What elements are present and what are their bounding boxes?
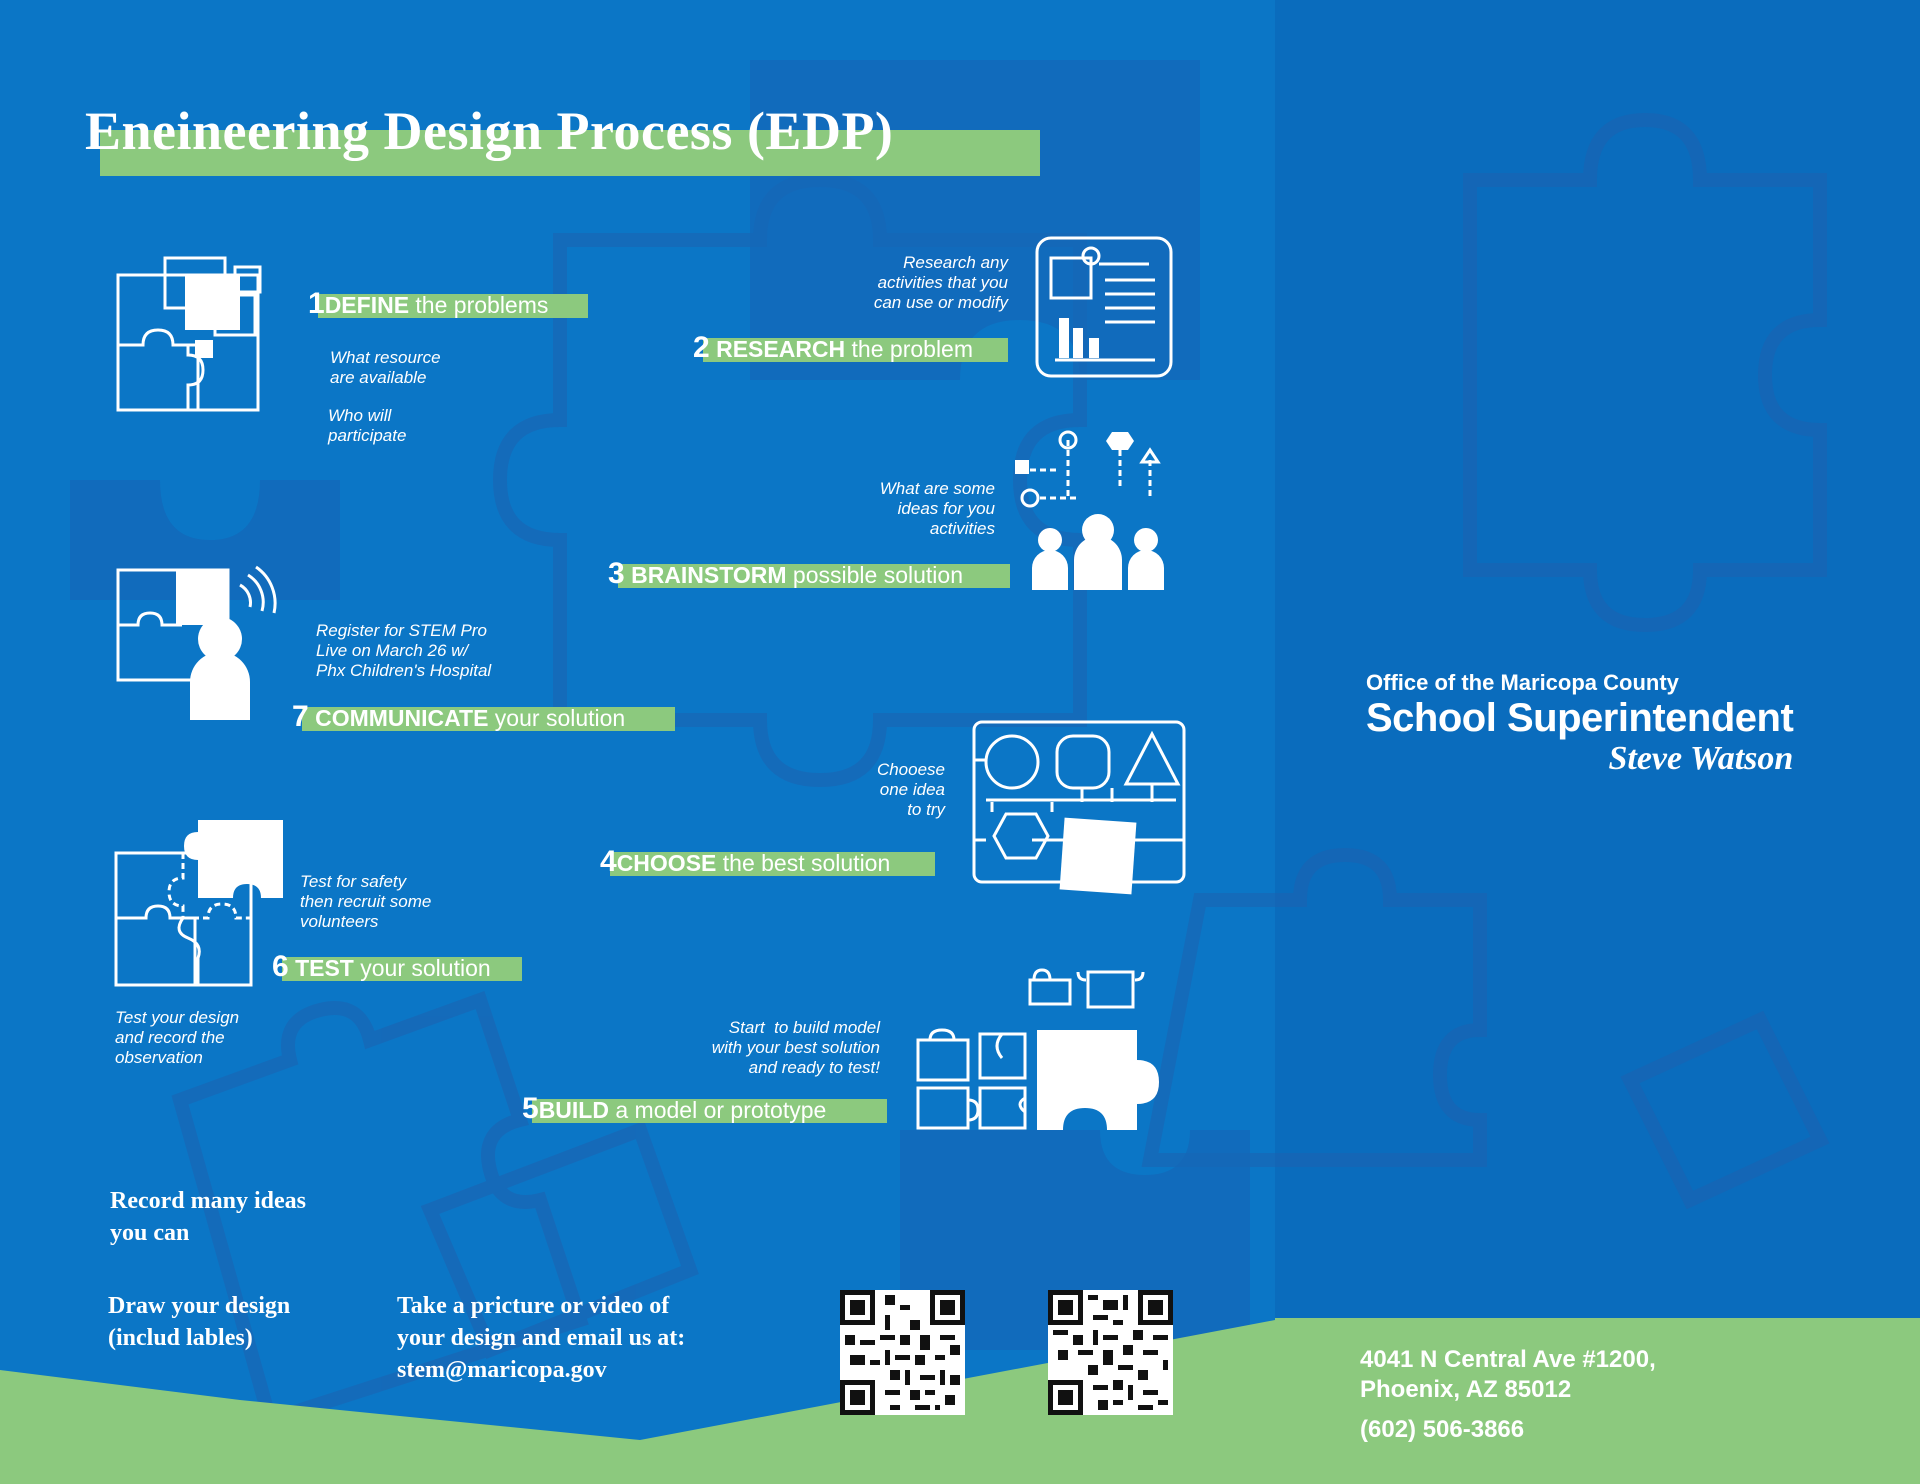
- communicate-note: Register for STEM Pro Live on March 26 w…: [316, 621, 492, 680]
- step-keyword: CHOOSE: [616, 850, 717, 876]
- step-keyword: BRAINSTORM: [631, 562, 787, 588]
- define-note-participate: Who will participate: [328, 406, 407, 445]
- step-label: your solution: [353, 955, 491, 981]
- communicate-person-icon: [116, 565, 277, 720]
- test-puzzle-icon: [114, 820, 283, 987]
- step-number: 1: [308, 287, 325, 320]
- address: 4041 N Central Ave #1200, Phoenix, AZ 85…: [1360, 1346, 1656, 1403]
- step-test: 6 TEST your solution: [272, 950, 522, 983]
- step-keyword: BUILD: [538, 1097, 609, 1123]
- step-number: 3: [608, 557, 625, 590]
- research-note: Research any activities that you can use…: [873, 253, 1008, 312]
- phone-number[interactable]: (602) 506-3866: [1360, 1416, 1525, 1443]
- brainstorm-people-icon: [1015, 430, 1164, 590]
- puzzle-define-icon: [116, 256, 262, 412]
- step-number: 6: [272, 950, 289, 983]
- step-research: 2 RESEARCH the problem: [693, 331, 1008, 364]
- page-title: Eneineering Design Process (EDP): [85, 101, 894, 161]
- test-record-note: Test your design and record the observat…: [115, 1008, 240, 1067]
- build-puzzle-icon: [916, 968, 1159, 1130]
- step-number: 2: [693, 331, 710, 364]
- step-number: 5: [522, 1092, 539, 1125]
- step-label: the best solution: [716, 850, 891, 876]
- step-keyword: RESEARCH: [716, 336, 846, 362]
- step-brainstorm: 3 BRAINSTORM possible solution: [608, 557, 1010, 590]
- brainstorm-note: What are some ideas for you activities: [879, 479, 995, 538]
- draw-design-text: Draw your design (includ lables): [108, 1293, 291, 1351]
- step-number: 7: [292, 700, 309, 733]
- step-keyword: DEFINE: [324, 292, 410, 318]
- step-keyword: TEST: [295, 955, 354, 981]
- office-line1: Office of the Maricopa County: [1366, 670, 1679, 695]
- qr-code-icon[interactable]: [840, 1290, 965, 1415]
- email-instructions-text: Take a pricture or video of your design …: [397, 1293, 686, 1383]
- record-ideas-text: Record many ideas you can: [110, 1188, 306, 1246]
- office-line2: School Superintendent: [1366, 696, 1794, 740]
- step-label: a model or prototype: [608, 1097, 827, 1123]
- choose-shapes-icon: [972, 720, 1186, 895]
- build-note: Start to build model with your best solu…: [711, 1018, 880, 1077]
- step-choose: 4CHOOSE the best solution: [600, 845, 935, 878]
- test-note: Test for safety then recruit some volunt…: [300, 872, 432, 931]
- define-note-resources: What resource are available: [330, 348, 441, 387]
- step-keyword: COMMUNICATE: [315, 705, 489, 731]
- step-label: possible solution: [786, 562, 963, 588]
- step-label: the problems: [409, 292, 549, 318]
- step-build: 5BUILD a model or prototype: [522, 1092, 887, 1125]
- step-number: 4: [600, 845, 617, 878]
- choose-note: Chooese one idea to try: [876, 760, 945, 819]
- step-label: the problem: [845, 336, 974, 362]
- step-label: your solution: [488, 705, 626, 731]
- right-panel: [1275, 0, 1920, 1484]
- office-logo: Office of the Maricopa County School Sup…: [1366, 670, 1794, 778]
- qr-code-icon[interactable]: [1048, 1290, 1173, 1415]
- superintendent-name: Steve Watson: [1608, 740, 1794, 777]
- research-report-icon: [1035, 236, 1173, 378]
- step-define: 1DEFINE the problems: [308, 287, 588, 320]
- title-highlight: [100, 130, 1040, 176]
- step-communicate: 7 COMMUNICATE your solution: [292, 700, 675, 733]
